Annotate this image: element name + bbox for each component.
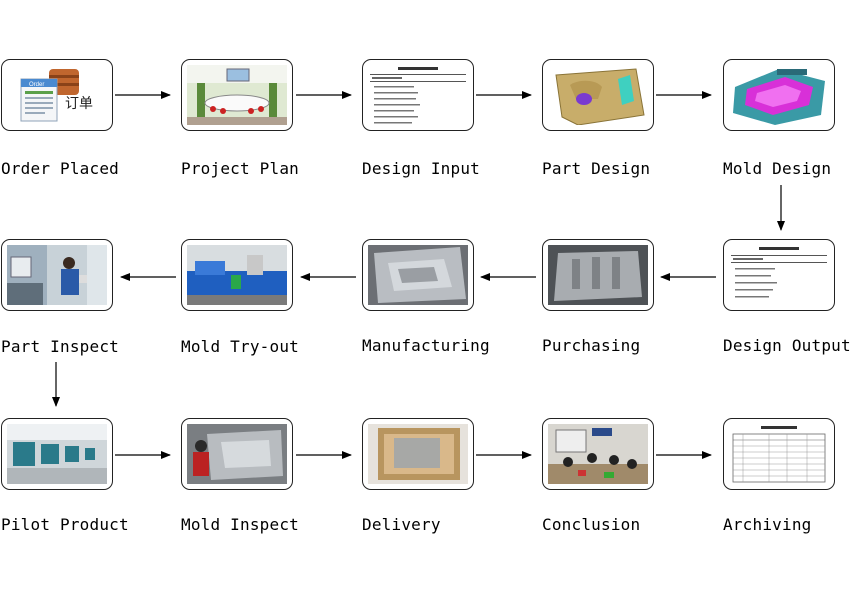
mold-base-photo (542, 239, 654, 311)
meeting-room-photo (181, 59, 293, 131)
step-label: Part Design (542, 159, 651, 178)
step-label: Project Plan (181, 159, 299, 178)
mold-cad-render (723, 59, 835, 131)
injection-machine-photo (181, 239, 293, 311)
step-label: Delivery (362, 515, 441, 534)
production-line-photo (1, 418, 113, 490)
step-label: Pilot Product (1, 515, 129, 534)
step-label: Conclusion (542, 515, 641, 534)
output-document-photo (723, 239, 835, 311)
input-document-photo (362, 59, 474, 131)
step-label: Order Placed (1, 159, 119, 178)
svg-text:Order: Order (29, 82, 44, 88)
step-label: Manufacturing (362, 336, 490, 355)
step-label: Mold Design (723, 159, 832, 178)
step-label: Design Output (723, 336, 850, 355)
inspection-photo (1, 239, 113, 311)
svg-text:订单: 订单 (65, 96, 93, 112)
machined-mold-photo (362, 239, 474, 311)
step-label: Part Inspect (1, 337, 119, 356)
order-form-icon: Order 订单 (1, 59, 113, 131)
step-label: Mold Inspect (181, 515, 299, 534)
step-label: Design Input (362, 159, 480, 178)
conference-photo (542, 418, 654, 490)
archive-table-photo (723, 418, 835, 490)
step-label: Archiving (723, 515, 812, 534)
mold-inspection-photo (181, 418, 293, 490)
step-label: Purchasing (542, 336, 641, 355)
part-cad-render (542, 59, 654, 131)
wooden-crate-photo (362, 418, 474, 490)
step-label: Mold Try-out (181, 337, 299, 356)
